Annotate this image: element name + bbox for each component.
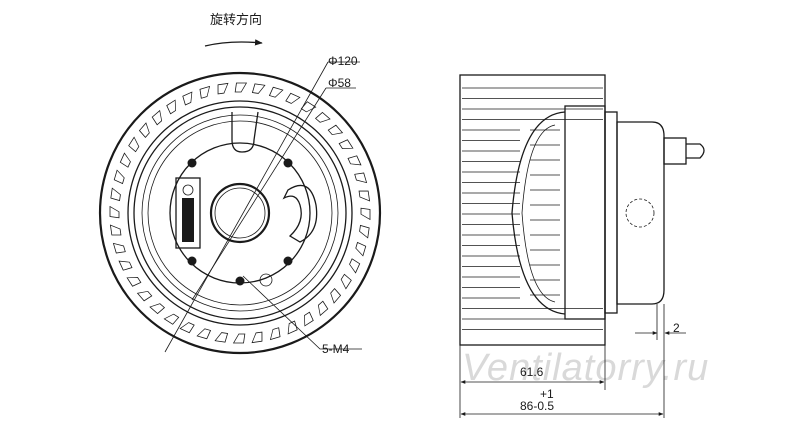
motor-flange-plate bbox=[604, 111, 618, 314]
cable bbox=[686, 143, 705, 159]
blade bbox=[151, 109, 163, 126]
screw-hole bbox=[187, 256, 197, 266]
blade bbox=[354, 172, 368, 184]
logo-fan-icon bbox=[182, 184, 194, 196]
cable-gland bbox=[663, 137, 687, 165]
connector-circle bbox=[625, 198, 655, 228]
blade bbox=[268, 86, 284, 98]
blade bbox=[330, 287, 342, 304]
total-dim-tolerance: +1 bbox=[540, 387, 554, 401]
blade bbox=[355, 241, 367, 257]
blade bbox=[327, 124, 344, 136]
rotation-direction-label: 旋转方向 bbox=[210, 12, 262, 27]
motor-flange bbox=[564, 105, 606, 320]
gap-dim-label: 2 bbox=[673, 321, 680, 335]
blade bbox=[285, 92, 301, 104]
blade bbox=[196, 328, 212, 340]
blade bbox=[149, 303, 166, 315]
side-view: 2 61.6 +1 86-0.5 bbox=[459, 74, 705, 418]
outer-ring bbox=[98, 71, 382, 355]
blade bbox=[314, 111, 331, 123]
blade bbox=[214, 332, 229, 343]
impeller-fins bbox=[462, 87, 603, 330]
blade bbox=[300, 101, 317, 113]
motor-plate bbox=[141, 114, 339, 312]
blade bbox=[234, 82, 248, 93]
blade bbox=[119, 152, 131, 168]
blade bbox=[358, 190, 371, 202]
hub-shaft bbox=[209, 182, 271, 244]
screw-holes bbox=[187, 158, 293, 286]
blade bbox=[112, 242, 126, 254]
motor-plate-inner bbox=[147, 120, 333, 306]
vent-window bbox=[282, 184, 318, 243]
screw-label: 5-M4 bbox=[322, 342, 350, 356]
screw-leader bbox=[242, 275, 362, 350]
fan-blades bbox=[109, 82, 371, 344]
screw-hole bbox=[235, 276, 245, 286]
blade bbox=[163, 313, 180, 325]
blade bbox=[251, 83, 266, 94]
blade bbox=[304, 311, 314, 327]
blade bbox=[118, 260, 133, 271]
blade bbox=[359, 224, 370, 239]
hub-shaft-inner bbox=[214, 187, 266, 239]
blade bbox=[199, 85, 211, 99]
blade bbox=[349, 258, 361, 274]
body-dim-label: 61.6 bbox=[520, 365, 544, 379]
total-dim-label: 86-0.5 bbox=[520, 399, 554, 413]
blade bbox=[287, 320, 298, 335]
impeller-body bbox=[459, 74, 606, 346]
rotation-arrow-icon bbox=[204, 39, 263, 47]
logo-plate bbox=[175, 177, 201, 249]
blade bbox=[109, 205, 120, 219]
blade bbox=[317, 300, 329, 317]
screw-hole bbox=[283, 158, 293, 168]
dia-outer-leader bbox=[164, 61, 329, 353]
blade bbox=[166, 99, 176, 115]
cable-slot bbox=[231, 111, 259, 153]
motor-dome bbox=[511, 111, 566, 315]
blade bbox=[340, 273, 352, 290]
rear-cap bbox=[616, 121, 665, 305]
motor-dome-inner bbox=[521, 124, 556, 303]
blade bbox=[109, 224, 122, 236]
blade bbox=[113, 169, 125, 185]
blade bbox=[232, 333, 246, 344]
logo-text-block bbox=[182, 198, 194, 242]
blade bbox=[338, 139, 354, 149]
dia-outer-label: Φ120 bbox=[328, 54, 358, 68]
blade bbox=[347, 155, 362, 166]
front-view: 旋转方向 Φ120 Φ58 5-M4 bbox=[98, 12, 382, 356]
watermark: Ventilatorry.ru bbox=[462, 347, 709, 389]
motor-ribs bbox=[530, 129, 560, 296]
blade bbox=[269, 327, 281, 341]
blade bbox=[179, 322, 195, 334]
screw-hole bbox=[187, 158, 197, 168]
blade bbox=[251, 331, 263, 344]
dia-inner-leader bbox=[191, 87, 327, 301]
blade bbox=[182, 91, 193, 106]
blade bbox=[217, 82, 229, 95]
blade bbox=[360, 207, 371, 221]
blade bbox=[128, 136, 140, 153]
blade bbox=[138, 122, 150, 139]
blade bbox=[110, 187, 121, 202]
blade-ring-inner bbox=[127, 100, 353, 326]
blade bbox=[136, 290, 153, 302]
screw-hole bbox=[283, 256, 293, 266]
blade bbox=[126, 277, 142, 287]
motor-ring bbox=[133, 106, 347, 320]
dia-inner-label: Φ58 bbox=[328, 76, 351, 90]
ground-screw-icon bbox=[259, 273, 273, 287]
